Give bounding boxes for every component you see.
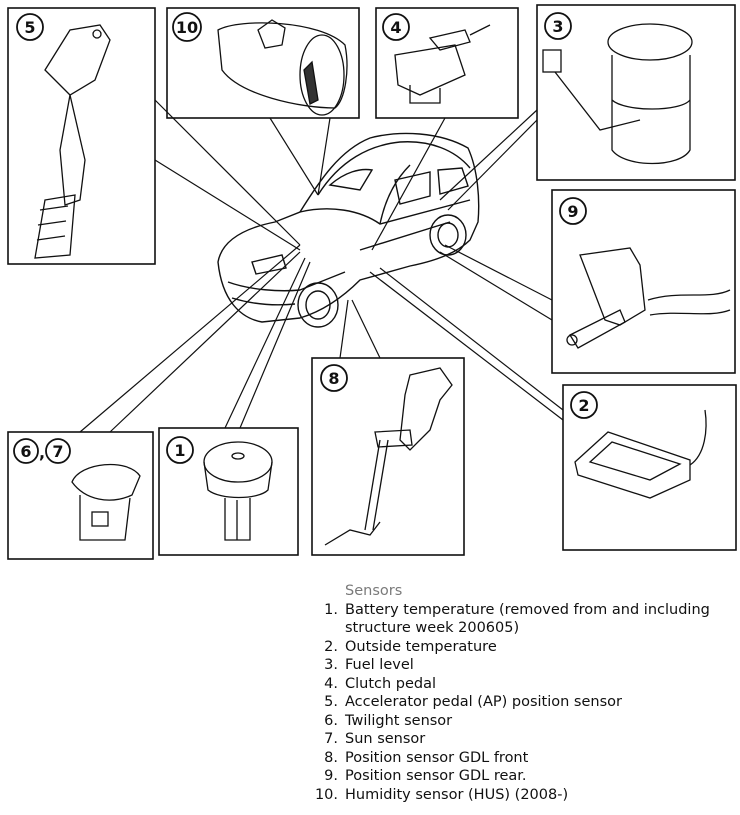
frame-5 (7, 7, 156, 265)
legend-item-number: 6. (324, 712, 338, 729)
legend-title: Sensors (345, 583, 403, 599)
svg-text:1: 1 (174, 441, 185, 460)
legend-item-text: Position sensor GDL front (345, 749, 529, 766)
callout-8: 8 (320, 364, 348, 392)
legend-item-number: 3. (324, 657, 338, 673)
frame-2 (562, 384, 737, 551)
frame-9 (551, 189, 736, 374)
callout-1: 1 (166, 436, 194, 464)
clutch-pedal-sensor-illustration (394, 24, 491, 104)
callout-7: 7 (45, 438, 71, 464)
svg-text:5: 5 (24, 18, 35, 37)
svg-text:8: 8 (328, 369, 339, 388)
legend-item: 9. Position sensor GDL rear. (300, 767, 736, 786)
legend-item-text: Battery temperature (removed from and in… (345, 601, 710, 637)
legend-item: 6. Twilight sensor (300, 712, 736, 731)
callout-comma: , (39, 443, 45, 462)
accelerator-pedal-illustration (34, 24, 111, 259)
legend-item: 3. Fuel level (300, 656, 736, 675)
leader-lines (79, 99, 564, 433)
frame-8 (311, 357, 465, 556)
legend-item-text: Accelerator pedal (AP) position sensor (345, 694, 622, 710)
legend-item-text: Fuel level (345, 657, 414, 673)
legend-item: 4. Clutch pedal (300, 675, 736, 694)
outside-temp-sensor-illustration (574, 409, 707, 499)
legend-item: 1. Battery temperature (removed from and… (300, 601, 736, 638)
legend-list: 1. Battery temperature (removed from and… (300, 601, 736, 805)
battery-temp-sensor-illustration (203, 441, 273, 541)
legend-item-number: 9. (324, 768, 338, 784)
humidity-sensor-illustration (217, 19, 348, 116)
frame-1 (158, 427, 299, 556)
car-illustration (217, 132, 480, 328)
frame-10 (166, 7, 360, 119)
legend-item-number: 10. (314, 786, 338, 803)
callout-5: 5 (16, 13, 44, 41)
callout-9: 9 (559, 197, 587, 225)
legend-item: 5. Accelerator pedal (AP) position senso… (300, 693, 736, 712)
legend-item-text: Twilight sensor (345, 712, 453, 729)
svg-text:7: 7 (52, 442, 63, 461)
svg-text:2: 2 (578, 396, 589, 415)
front-position-sensor-illustration (324, 367, 453, 546)
legend-item-number: 7. (324, 731, 338, 747)
legend-item-text: Position sensor GDL rear. (345, 768, 527, 784)
callout-4: 4 (382, 13, 410, 41)
legend-item: 2. Outside temperature (300, 638, 736, 657)
callout-6: 6 (13, 438, 39, 464)
svg-text:4: 4 (390, 18, 401, 37)
svg-text:6: 6 (20, 442, 31, 461)
legend-item-number: 2. (324, 638, 338, 655)
legend-item-text: Sun sensor (345, 731, 426, 747)
legend-item-number: 5. (324, 694, 338, 710)
svg-text:9: 9 (567, 202, 578, 221)
twilight-sun-sensor-illustration (71, 463, 141, 541)
svg-text:3: 3 (552, 17, 563, 36)
legend-item-number: 4. (324, 675, 338, 692)
svg-text:10: 10 (176, 18, 198, 37)
sensor-legend: Sensors 1. Battery temperature (removed … (300, 582, 736, 804)
callout-3: 3 (544, 12, 572, 40)
legend-item-text: Clutch pedal (345, 675, 437, 692)
frame-4 (375, 7, 519, 119)
frame-3 (536, 4, 736, 181)
legend-item-number: 1. (324, 601, 338, 618)
legend-item: 10. Humidity sensor (HUS) (2008-) (300, 786, 736, 805)
rear-position-sensor-illustration (566, 247, 731, 349)
legend-item-number: 8. (324, 749, 338, 766)
callout-2: 2 (570, 391, 598, 419)
callout-10: 10 (172, 12, 202, 42)
legend-item: 8. Position sensor GDL front (300, 749, 736, 768)
sensor-location-diagram: 5 10 4 3 9 2 8 1 (7, 4, 737, 560)
legend-item: 7. Sun sensor (300, 730, 736, 749)
legend-item-text: Outside temperature (345, 638, 497, 655)
fuel-level-sender-illustration (542, 23, 693, 165)
legend-item-text: Humidity sensor (HUS) (2008-) (345, 786, 569, 803)
